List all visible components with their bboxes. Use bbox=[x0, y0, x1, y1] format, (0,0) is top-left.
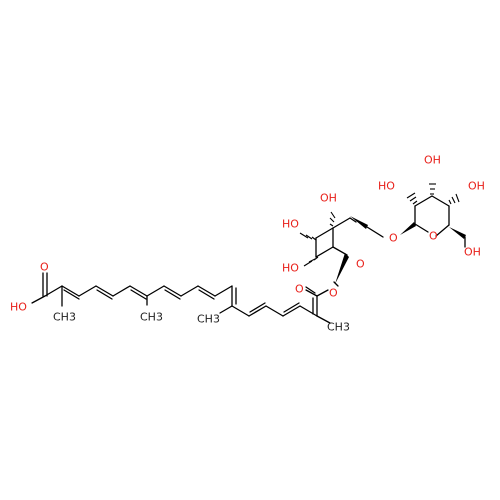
sugar1-oh-c4: OH bbox=[320, 192, 337, 205]
sugar2-ch2oh: OH bbox=[464, 246, 481, 259]
acid-carbonyl-oxygen: O bbox=[40, 261, 49, 274]
methyl-c2: CH3 bbox=[53, 311, 76, 324]
acid-hydroxyl: HO bbox=[10, 301, 27, 314]
atom-labels: O HO CH3 CH3 CH3 CH3 O O O HO HO OH O O … bbox=[10, 154, 485, 334]
sugar-ring-1 bbox=[299, 211, 384, 287]
glycosidic-oxygen: O bbox=[389, 232, 398, 245]
polyene-chain bbox=[31, 272, 331, 324]
sugar-ring-2 bbox=[400, 183, 466, 248]
sugar2-oh-c3: OH bbox=[424, 154, 441, 167]
methyl-c14: CH3 bbox=[327, 321, 350, 334]
methyl-c10: CH3 bbox=[197, 313, 220, 326]
sugar1-oh-c2: HO bbox=[282, 262, 299, 275]
methyl-c6: CH3 bbox=[140, 311, 163, 324]
sugar2-oh-c2: HO bbox=[378, 180, 395, 193]
sugar2-ring-oxygen: O bbox=[429, 230, 438, 243]
sugar1-oh-c3: HO bbox=[282, 218, 299, 231]
sugar2-oh-c4: OH bbox=[468, 180, 485, 193]
sugar1-ring-oxygen: O bbox=[356, 258, 365, 271]
ester-carbonyl-oxygen: O bbox=[295, 283, 304, 296]
ester-link-oxygen: O bbox=[329, 287, 338, 300]
